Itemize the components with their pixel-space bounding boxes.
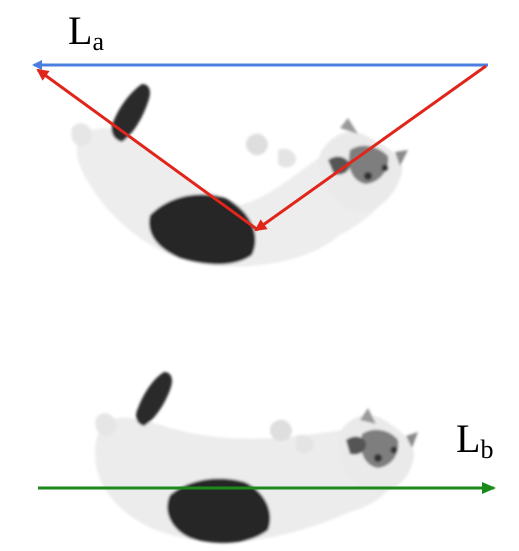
Lb-label-main: L [456, 416, 480, 461]
Lb-label: Lb [456, 416, 493, 464]
rear-half-axis-arrow [254, 64, 487, 232]
La-label-subscript: a [92, 27, 104, 56]
front-half-axis-arrow [36, 68, 259, 232]
cat-top-image [71, 84, 408, 267]
La-label: La [68, 8, 104, 56]
La-label-main: L [68, 8, 92, 53]
cat-bottom-image [95, 372, 418, 543]
Lb-label-subscript: b [480, 435, 493, 464]
